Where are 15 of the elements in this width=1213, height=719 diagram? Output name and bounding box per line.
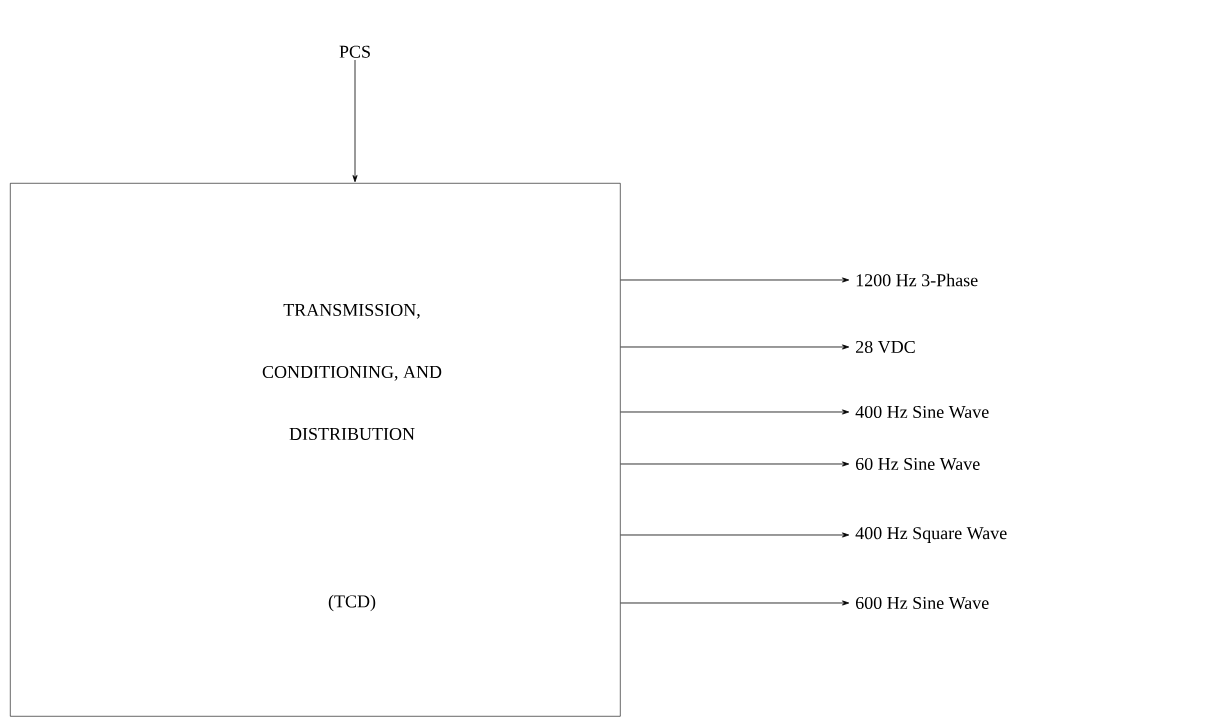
arrow bbox=[620, 277, 850, 283]
arrow bbox=[352, 59, 358, 183]
output-label: 60 Hz Sine Wave bbox=[855, 457, 980, 471]
output-label: 400 Hz Square Wave bbox=[855, 527, 1007, 543]
output-label: 600 Hz Sine Wave bbox=[855, 596, 989, 610]
input-label: PCS bbox=[339, 45, 370, 58]
system-box: TRANSMISSION, CONDITIONING, AND DISTRIBUTION (TCD) bbox=[10, 183, 621, 717]
arrow bbox=[620, 409, 850, 415]
arrow bbox=[620, 600, 850, 606]
output-label: 400 Hz Sine Wave bbox=[855, 405, 989, 419]
arrow bbox=[620, 344, 850, 350]
arrow bbox=[620, 461, 850, 467]
output-label: 1200 Hz 3-Phase bbox=[856, 273, 978, 287]
arrow bbox=[620, 532, 850, 538]
output-label: 28 VDC bbox=[856, 340, 915, 354]
